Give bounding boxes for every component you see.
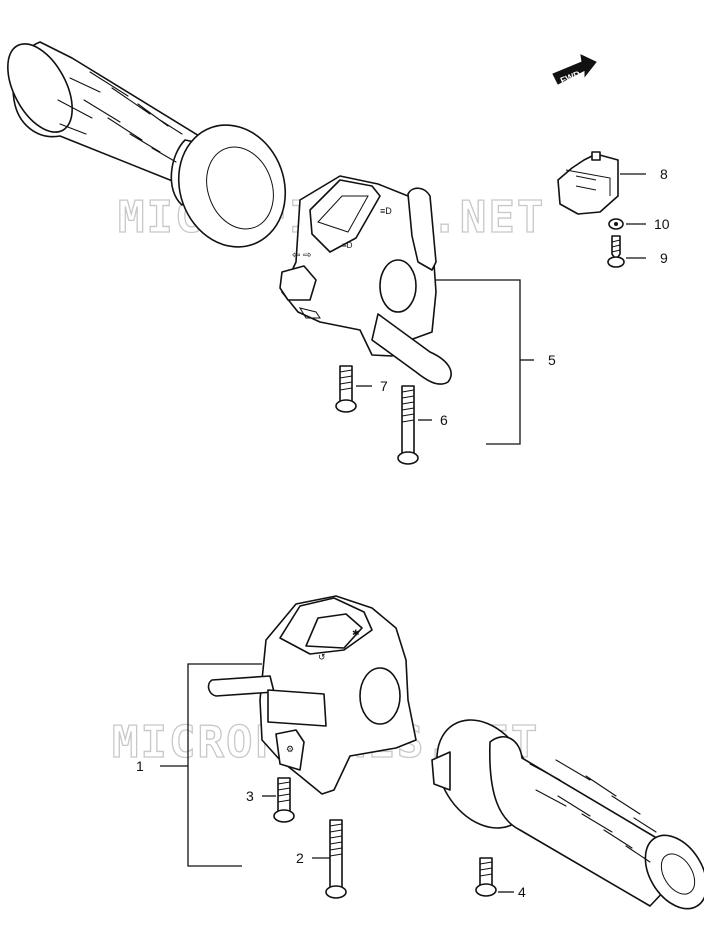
bolt-4 — [475, 857, 497, 897]
svg-text:≡D: ≡D — [380, 206, 392, 216]
callout-10: 10 — [654, 216, 670, 232]
bolt-3 — [273, 777, 295, 823]
callout-3: 3 — [246, 788, 254, 804]
right-switch-assembly: ≡D ≡D ⇦ ⇨ — [279, 175, 452, 385]
callout-2: 2 — [296, 850, 304, 866]
small-switch-part — [557, 151, 619, 215]
svg-text:≡D: ≡D — [342, 241, 353, 250]
right-grip — [431, 719, 704, 910]
callout-9: 9 — [660, 250, 668, 266]
left-switch-assembly: ⚙ ✱ ↺ — [207, 595, 417, 795]
callout-1: 1 — [136, 758, 144, 774]
callout-6: 6 — [440, 412, 448, 428]
callout-4: 4 — [518, 884, 526, 900]
bolt-7 — [335, 365, 357, 413]
screw-9 — [607, 235, 625, 268]
fwd-arrow-icon: FWD — [552, 54, 597, 86]
svg-text:⚙: ⚙ — [286, 744, 294, 754]
svg-text:⇦ ⇨: ⇦ ⇨ — [292, 250, 312, 261]
svg-text:✱: ✱ — [352, 628, 360, 638]
left-grip — [7, 41, 287, 248]
bolt-6 — [397, 385, 419, 465]
callout-8: 8 — [660, 166, 668, 182]
callout-5: 5 — [548, 352, 556, 368]
callout-lines — [160, 173, 646, 893]
bolt-2 — [325, 819, 347, 899]
callout-7: 7 — [380, 378, 388, 394]
svg-text:↺: ↺ — [318, 652, 326, 662]
